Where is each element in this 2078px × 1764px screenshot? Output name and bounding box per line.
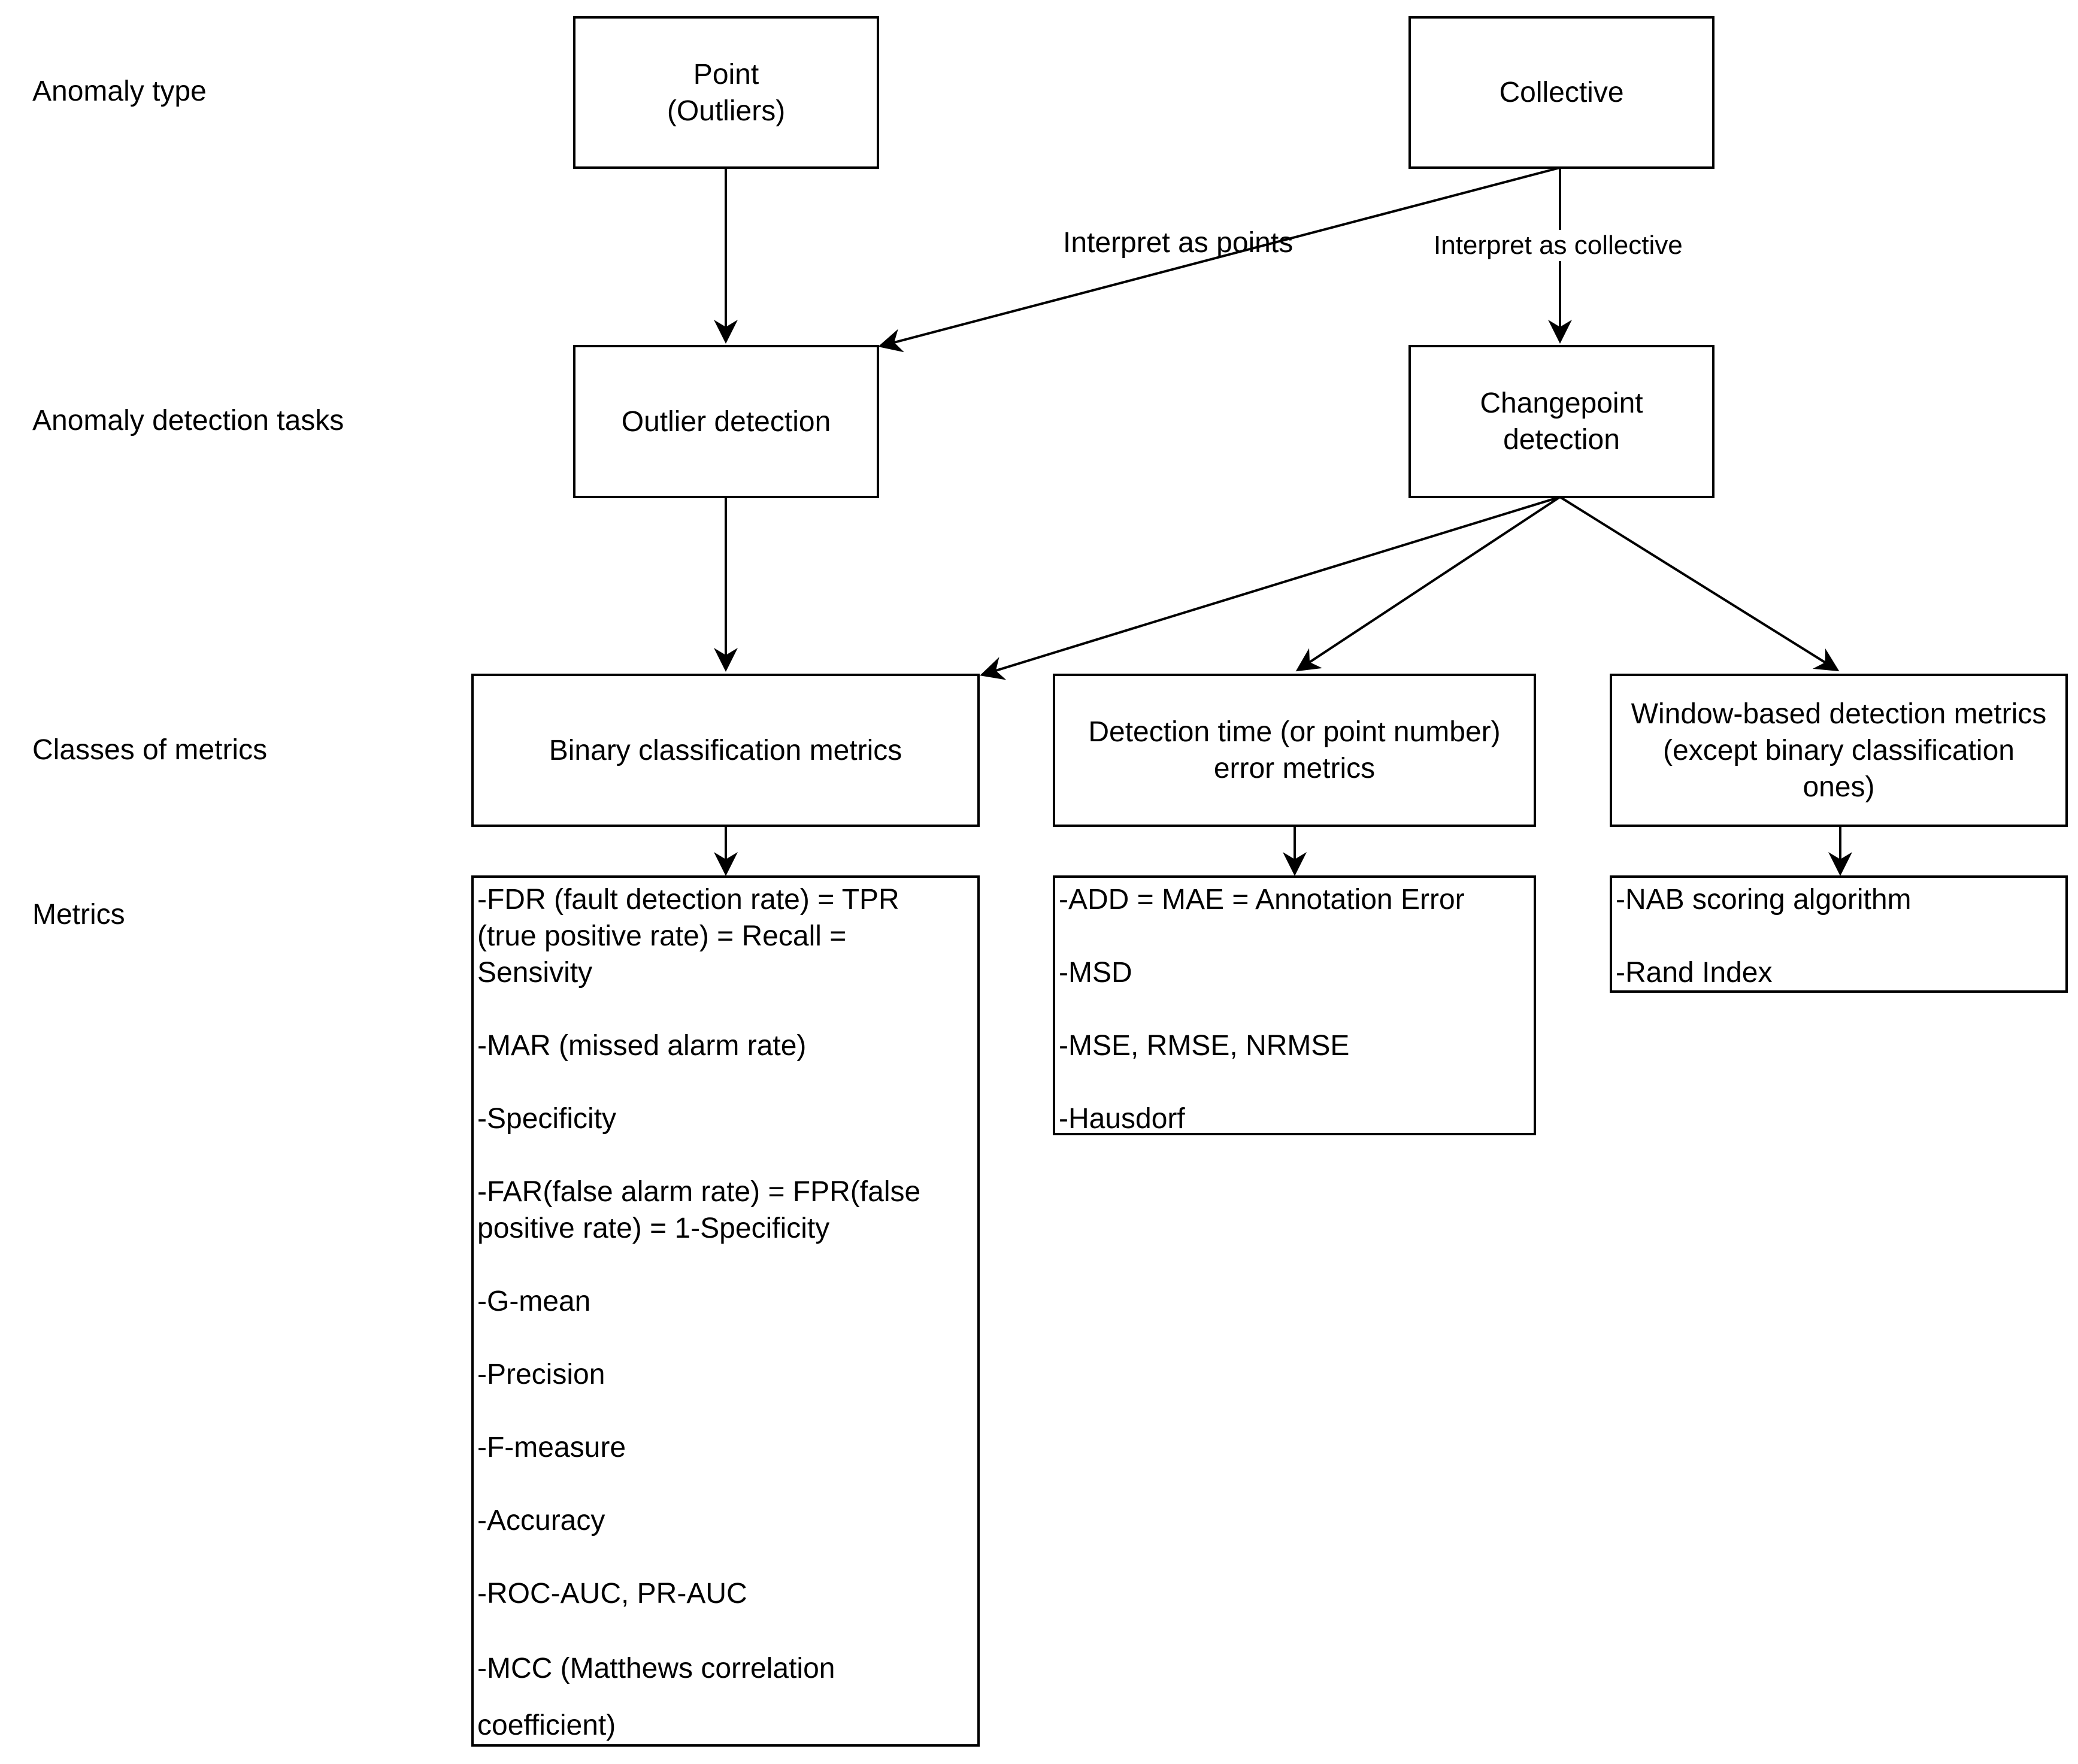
row-label-anomaly-type: Anomaly type — [32, 75, 207, 107]
list-item: -Accuracy — [477, 1505, 605, 1536]
binary-metrics-list: -FDR (fault detection rate) = TPR (true … — [471, 875, 980, 1747]
row-label-metrics: Metrics — [32, 899, 125, 931]
row-label-classes-of-metrics: Classes of metrics — [32, 734, 268, 766]
list-item: -MSD — [1059, 957, 1132, 989]
edge-label-interpret-as-points: Interpret as points — [1063, 227, 1294, 259]
node-outlier-detection: Outlier detection — [573, 345, 879, 498]
list-item: -MSE, RMSE, NRMSE — [1059, 1030, 1350, 1062]
node-collective-label: Collective — [1499, 77, 1624, 108]
edge-label-interpret-as-collective: Interpret as collective — [1432, 230, 1684, 261]
list-item: -F-measure — [477, 1432, 626, 1463]
window-metrics-list: -NAB scoring algorithm -Rand Index — [1610, 875, 2068, 993]
list-item: -FAR(false alarm rate) = FPR(false posit… — [477, 1176, 921, 1244]
node-detection-time-error-metrics-label: Detection time (or point number) error m… — [1088, 716, 1501, 784]
list-item: -MCC (Matthews correlation coefficient) — [477, 1653, 835, 1741]
node-collective: Collective — [1408, 16, 1714, 169]
node-changepoint-detection: Changepoint detection — [1408, 345, 1714, 498]
node-outlier-detection-label: Outlier detection — [621, 405, 831, 438]
list-item: -Hausdorf — [1059, 1103, 1185, 1135]
detection-time-metrics-list: -ADD = MAE = Annotation Error -MSD -MSE,… — [1053, 875, 1536, 1135]
node-changepoint-detection-label: Changepoint detection — [1480, 387, 1643, 456]
node-window-based-detection-metrics: Window-based detection metrics (except b… — [1610, 674, 2068, 827]
list-item: -ADD = MAE = Annotation Error — [1059, 884, 1465, 916]
list-item: -Rand Index — [1616, 957, 1773, 989]
list-item: -NAB scoring algorithm — [1616, 884, 1912, 916]
edge-changepoint-to-window-metrics — [1559, 496, 1840, 672]
list-item: -G-mean — [477, 1286, 591, 1317]
list-item: -Precision — [477, 1359, 605, 1390]
list-item: -FDR (fault detection rate) = TPR (true … — [477, 884, 899, 989]
list-item: -Specificity — [477, 1103, 617, 1135]
list-item: -ROC-AUC, PR-AUC — [477, 1578, 747, 1610]
edge-changepoint-to-binary-metrics — [980, 496, 1561, 680]
row-label-detection-tasks: Anomaly detection tasks — [32, 405, 344, 437]
node-point-outliers-label: Point (Outliers) — [667, 58, 786, 127]
node-binary-classification-metrics-label: Binary classification metrics — [549, 734, 902, 766]
edge-collective-to-outlier-detection — [878, 166, 1561, 353]
node-detection-time-error-metrics: Detection time (or point number) error m… — [1053, 674, 1536, 827]
node-window-based-detection-metrics-label: Window-based detection metrics (except b… — [1631, 698, 2047, 803]
list-item: -MAR (missed alarm rate) — [477, 1030, 807, 1062]
node-point-outliers: Point (Outliers) — [573, 16, 879, 169]
node-binary-classification-metrics: Binary classification metrics — [471, 674, 980, 827]
edge-changepoint-to-detection-time-metrics — [1295, 496, 1561, 672]
